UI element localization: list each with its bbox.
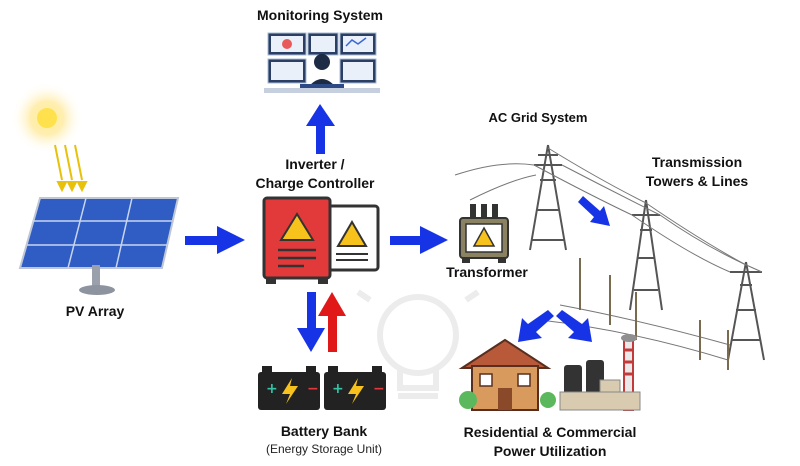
svg-text:+: + xyxy=(266,381,278,397)
arrow-inverter-to-transformer xyxy=(390,226,448,254)
lightbulb-icon xyxy=(356,289,480,399)
utilization-label-line2: Power Utilization xyxy=(493,443,607,459)
svg-text:+: + xyxy=(332,381,344,397)
transformer-label: Transformer xyxy=(446,264,528,280)
house-icon xyxy=(458,338,556,411)
flow-arrows xyxy=(185,104,610,352)
inverter-label-line1: Inverter / xyxy=(285,156,345,172)
ac-grid-label: AC Grid System xyxy=(488,110,588,125)
transmission-label-line1: Transmission xyxy=(651,154,743,170)
monitoring-system-label: Monitoring System xyxy=(256,7,383,23)
monitor-wall-icon xyxy=(264,32,380,93)
arrow-inverter-to-battery xyxy=(297,292,325,352)
svg-text:−: − xyxy=(373,381,385,397)
transmission-tower-icon xyxy=(454,144,765,370)
arrow-to-transmission xyxy=(578,196,610,226)
sun-icon xyxy=(11,82,88,193)
inverter-label-line2: Charge Controller xyxy=(255,175,375,191)
battery-bank-label: Battery Bank xyxy=(280,423,368,439)
factory-icon xyxy=(559,334,641,411)
arrow-to-factory xyxy=(556,310,592,342)
transmission-label-line2: Towers & Lines xyxy=(645,173,749,189)
inverter-icon xyxy=(262,196,380,284)
arrow-battery-to-inverter xyxy=(318,292,346,352)
battery-icon: + − + − xyxy=(258,366,386,410)
arrow-inverter-to-monitoring xyxy=(306,104,335,154)
utilization-label-line1: Residential & Commercial xyxy=(463,424,637,440)
transformer-icon xyxy=(459,204,509,263)
arrow-pv-to-inverter xyxy=(185,226,245,254)
pv-array-label: PV Array xyxy=(65,303,125,319)
solar-panel-icon xyxy=(18,197,180,295)
arrow-to-house xyxy=(518,310,554,342)
battery-bank-sublabel: (Energy Storage Unit) xyxy=(265,442,383,456)
svg-text:−: − xyxy=(307,381,319,397)
